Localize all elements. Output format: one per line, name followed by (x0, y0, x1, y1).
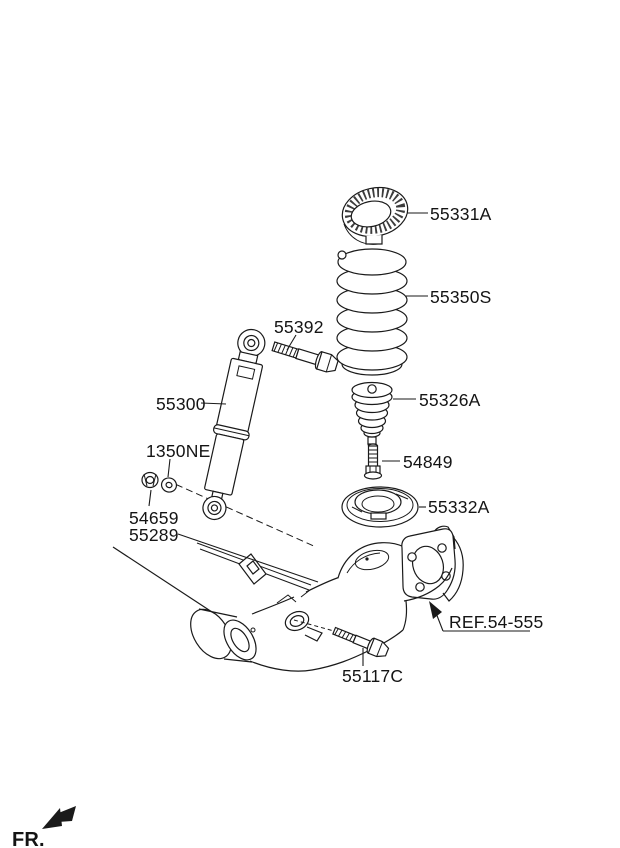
fr-arrow-tail (56, 806, 76, 822)
bolt-axis-dashed-line (165, 479, 317, 548)
spring-upper-seat-insulator (341, 186, 409, 245)
bump-stopper (351, 381, 393, 448)
part-label-REF-54-555: REF.54-555 (449, 612, 543, 632)
fr-direction-indicator: FR. (12, 806, 76, 848)
shock-upper-bolt (271, 341, 339, 373)
shock-lower-bolt (332, 626, 390, 658)
part-label-54659: 54659 (129, 508, 179, 528)
rear-axle-beam (112, 525, 464, 672)
fr-label: FR. (12, 829, 45, 848)
part-number-labels: 55331A 55350S 55392 55300 1350NE 54659 5… (129, 204, 543, 686)
part-label-55289: 55289 (129, 525, 179, 545)
fr-arrow-icon (42, 808, 62, 829)
part-label-54849: 54849 (403, 452, 453, 472)
part-label-55350S: 55350S (430, 287, 492, 307)
spring-lower-pad (341, 486, 419, 528)
part-label-1350NE: 1350NE (146, 441, 210, 461)
part-label-55331A: 55331A (430, 204, 492, 224)
ref-leader-underline (435, 612, 530, 632)
shock-absorber (202, 328, 266, 521)
part-label-55332A: 55332A (428, 497, 490, 517)
nut-and-washer (141, 471, 178, 493)
part-label-55300: 55300 (156, 394, 206, 414)
part-label-55392: 55392 (274, 317, 324, 337)
leader-lines (148, 212, 530, 666)
part-label-55326A: 55326A (419, 390, 481, 410)
part-label-55117C: 55117C (342, 666, 403, 686)
coil-spring (336, 248, 408, 376)
ref-arrowhead-icon (429, 601, 442, 619)
bump-stopper-bolt (363, 443, 383, 480)
